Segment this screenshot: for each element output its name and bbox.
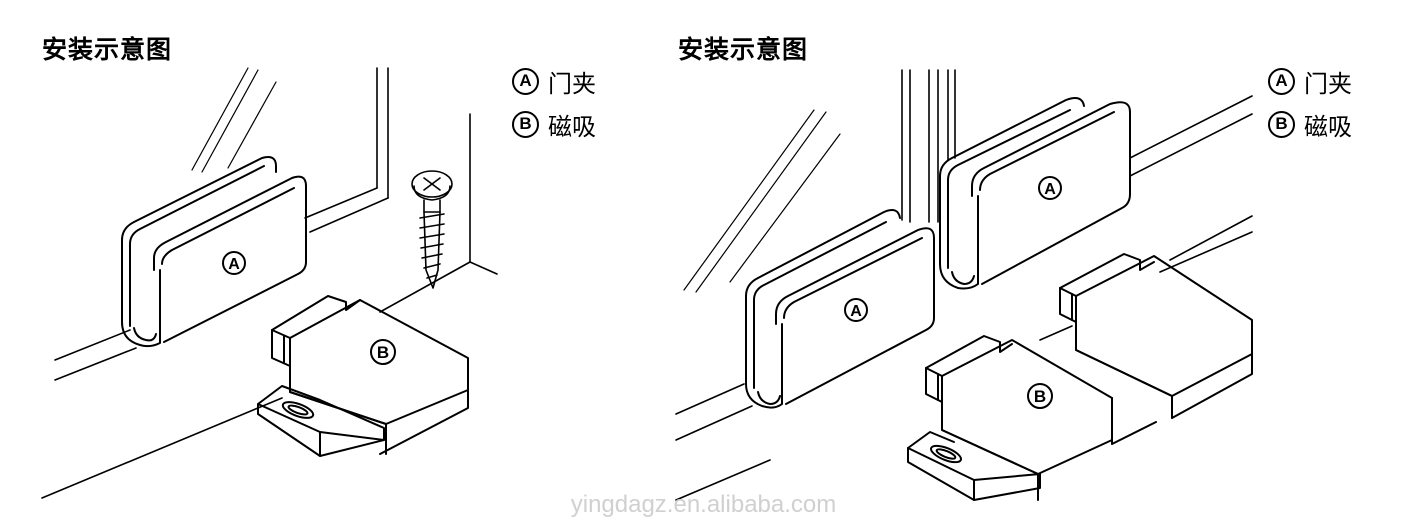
glass-reflection-lines: [191, 67, 277, 173]
screw-icon: [411, 170, 453, 289]
door-clip-a: A: [121, 156, 307, 348]
legend-item-a: A 门夹: [512, 66, 596, 98]
legend-badge-a: A: [1268, 67, 1295, 95]
legend-item-a: A 门夹: [1268, 66, 1352, 98]
magnetic-catch-b: B: [257, 295, 469, 457]
callout-label-clip: A: [228, 256, 240, 273]
legend-label-door-clip: 门夹: [548, 69, 596, 98]
legend: A 门夹 B 磁吸: [1268, 66, 1352, 152]
door-frame: [41, 67, 498, 499]
callout-label-clip-left: A: [850, 303, 862, 320]
magnetic-catch-b: B: [907, 253, 1253, 501]
installation-diagram-left: 安装示意图 A 门夹 B 磁吸: [0, 0, 640, 528]
legend-label-magnet: 磁吸: [548, 112, 596, 141]
legend: A 门夹 B 磁吸: [512, 66, 596, 152]
legend-item-b: B 磁吸: [1268, 109, 1352, 141]
door-clip-a-left: A: [745, 209, 935, 409]
legend-label-magnet: 磁吸: [1304, 112, 1352, 141]
legend-badge-a: A: [512, 67, 539, 95]
callout-label-clip-right: A: [1044, 181, 1056, 198]
diagram-title: 安装示意图: [678, 35, 809, 64]
legend-label-door-clip: 门夹: [1304, 69, 1352, 98]
legend-badge-b: B: [1268, 110, 1295, 138]
callout-label-magnet: B: [1034, 387, 1046, 406]
legend-item-b: B 磁吸: [512, 109, 596, 141]
watermark: yingdagz.en.alibaba.com: [570, 491, 837, 518]
callout-label-magnet: B: [377, 343, 389, 362]
installation-illustration-right: A A: [675, 69, 1253, 501]
diagram-title: 安装示意图: [42, 35, 173, 64]
door-clip-a-right: A: [939, 97, 1131, 290]
glass-reflection-lines: [683, 109, 841, 293]
door-frame: [675, 69, 1253, 501]
installation-diagram-right: 安装示意图 A 门夹 B 磁吸: [640, 0, 1407, 528]
legend-badge-b: B: [512, 110, 539, 138]
installation-illustration-left: A: [41, 67, 498, 499]
